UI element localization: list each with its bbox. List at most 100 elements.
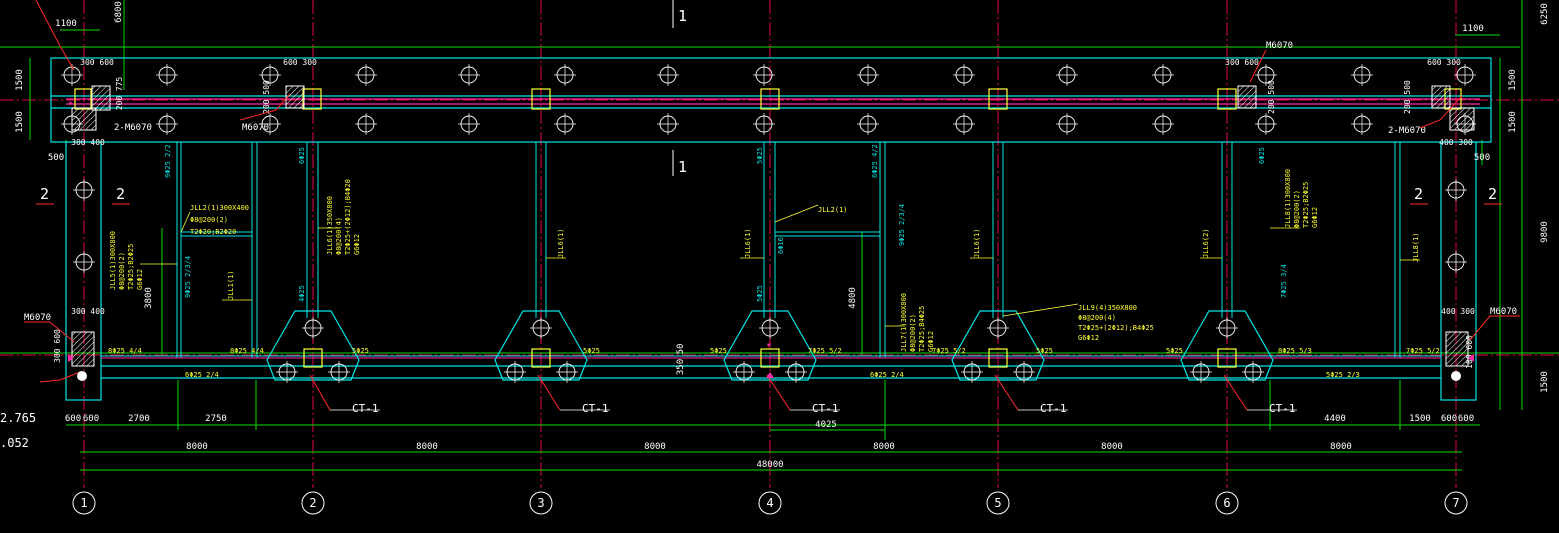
strip-pile-right-0 — [1445, 179, 1467, 201]
axis-label-4: 4 — [766, 496, 773, 510]
pile-cap-3 — [494, 310, 588, 383]
slab-pile-top-14 — [1454, 64, 1476, 86]
leader-ct-6 — [1223, 374, 1248, 411]
dim-bay-1: 8000 — [186, 442, 208, 452]
axis-bubble-3 — [529, 491, 553, 515]
slab-pile-top-6 — [657, 64, 679, 86]
callout-jll2-l2: Φ8@200(2) — [190, 216, 228, 224]
callout-jll6-l2: Φ8@200(4) — [335, 217, 343, 255]
section-mark-2-left-a: 2 — [40, 185, 49, 203]
pile-cap-outline-6 — [1180, 310, 1274, 381]
axis-bubble-4 — [758, 491, 782, 515]
pile-cap-pile-b-5 — [961, 361, 983, 383]
pile-cap-column-3 — [531, 348, 551, 368]
rebar-tag-v2: 6Φ25 — [298, 147, 306, 164]
axis-bubble-2 — [301, 491, 325, 515]
axis-label-5: 5 — [994, 496, 1001, 510]
callout-leader-jll2s — [774, 204, 819, 223]
pile-cap-pile-b-6 — [1190, 361, 1212, 383]
tag-200-500-b: 200 500 — [1267, 80, 1276, 114]
dim-right-sub-1: 4400 — [1324, 414, 1346, 424]
leader-lines — [24, 0, 1520, 411]
rebar-tag-v7: 9Φ25 2/3/4 — [898, 204, 906, 246]
leader-bl — [24, 321, 75, 343]
strip-pile-left-0 — [73, 179, 95, 201]
pile-cap-column-6 — [1217, 348, 1237, 368]
pile-cap-labels: CT-1 CT-1 CT-1 CT-1 CT-1 — [330, 402, 1297, 415]
vertical-beams — [176, 142, 1401, 358]
slab-pile-top-4 — [458, 64, 480, 86]
leader-tr — [1249, 49, 1267, 83]
pile-cap-4 — [723, 310, 817, 383]
tag-200-500-a: 200 500 — [262, 80, 271, 114]
rebar-tag-r6: 7Φ25 5/2 — [808, 347, 842, 355]
tag-300-600-l: 300 600 — [80, 58, 114, 67]
hatch-wall-c — [285, 85, 305, 109]
elevation-texts: 2.765 .052 — [0, 411, 36, 450]
rebar-tag-r14: 5Φ25 2/3 — [1326, 371, 1360, 379]
callout-jll7-l4: G6Φ12 — [927, 331, 935, 352]
dim-bay-5: 8000 — [1101, 442, 1123, 452]
slab-pile-bottom-4 — [458, 113, 480, 135]
pile-cap-label-3: CT-1 — [582, 402, 609, 415]
slab-pile-top-3 — [355, 64, 377, 86]
axis-label-1: 1 — [80, 496, 87, 510]
dim-4800: 4800 — [848, 287, 858, 309]
callout-jll2: JLL2(1)300X400 Φ8@200(2) T2Φ20;B2Φ20 — [190, 204, 249, 236]
column-top-5 — [988, 88, 1008, 110]
rebar-tag-r13: 6Φ25 2/4 — [185, 371, 219, 379]
callout-leader-jll2 — [180, 211, 191, 233]
callout-jll2-l1: JLL2(1)300X400 — [190, 204, 249, 212]
tag-m6070-bottom-left: M6070 — [24, 313, 51, 323]
dim-left-sub-3: 2700 — [128, 414, 150, 424]
callout-jll8-b: JLL8(1) — [1412, 232, 1420, 262]
slab-outline — [50, 57, 1492, 143]
callout-jll7-l2: Φ8@200(2) — [909, 314, 917, 352]
rebar-tag-r11: 7Φ25 5/2 — [1406, 347, 1440, 355]
pile-cap-pile-a-4 — [759, 317, 781, 339]
rebar-tag-v3: 5Φ25 — [756, 147, 764, 164]
rebar-tag-v6: 9Φ25 2/3/4 — [184, 256, 192, 298]
hatch-wall-g — [71, 331, 95, 367]
hatch-wall-e — [1431, 85, 1451, 109]
rebar-tag-v11: 6Φ16 — [777, 237, 785, 254]
column-top-3 — [531, 88, 551, 110]
leader-ct-4 — [766, 374, 791, 411]
dim-1500-r3: 1500 — [1540, 371, 1550, 393]
dim-6250: 6250 — [1540, 3, 1550, 25]
dim-350: 350 — [676, 359, 686, 375]
beam-callouts: JLL2(1)300X400 Φ8@200(2) T2Φ20;B2Φ20 JLL… — [109, 169, 1420, 352]
slab-pile-top-12 — [1255, 64, 1277, 86]
callout-jll7-l3: T2Φ25;B4Φ25 — [918, 306, 926, 352]
hatch-wall-b — [71, 107, 97, 131]
rebar-tag-v1: 9Φ25 2/2 — [164, 144, 172, 178]
callout-leader-jll9 — [1002, 303, 1079, 317]
axis-label-7: 7 — [1452, 496, 1459, 510]
callout-jll8: JLL8(1)300X800 Φ8@200(2) T2Φ25;B2Φ25 G6Φ… — [1284, 169, 1319, 228]
tag-400-300-rb: 400 300 — [1441, 307, 1475, 316]
door-tags: M6070 M6070 2-M6070 2-M6070 M6070 M6070 — [24, 41, 1517, 323]
rebar-tag-r3: 5Φ25 — [352, 347, 369, 355]
tag-600-300-l: 600 300 — [283, 58, 317, 67]
section-mark-1-mid: 1 — [678, 158, 687, 176]
rebar-tag-v9: 5Φ25 — [756, 285, 764, 302]
callout-jll5-l2: Φ8@200(2) — [118, 252, 126, 290]
rebar-tag-r5: 5Φ25 — [710, 347, 727, 355]
section-mark-2-left-b: 2 — [116, 185, 125, 203]
slab-pile-top-9 — [953, 64, 975, 86]
pile-cap-pile-a-5 — [987, 317, 1009, 339]
pile-cap-pile-a-3 — [530, 317, 552, 339]
slab-pile-bottom-1 — [156, 113, 178, 135]
marker-mid-arrow — [766, 372, 774, 378]
tag-m6070-top-right: M6070 — [1266, 41, 1293, 51]
dim-left-sub-4: 2750 — [205, 414, 227, 424]
dim-1500-r1: 1500 — [1508, 69, 1518, 91]
hatched-walls — [71, 85, 1475, 367]
slab-pile-bottom-13 — [1351, 113, 1373, 135]
pile-cap-pile-c-4 — [785, 361, 807, 383]
pile-cap-pile-b-2 — [276, 361, 298, 383]
pile-cap-outline-3 — [494, 310, 588, 381]
dim-500-right: 500 — [1474, 153, 1490, 163]
